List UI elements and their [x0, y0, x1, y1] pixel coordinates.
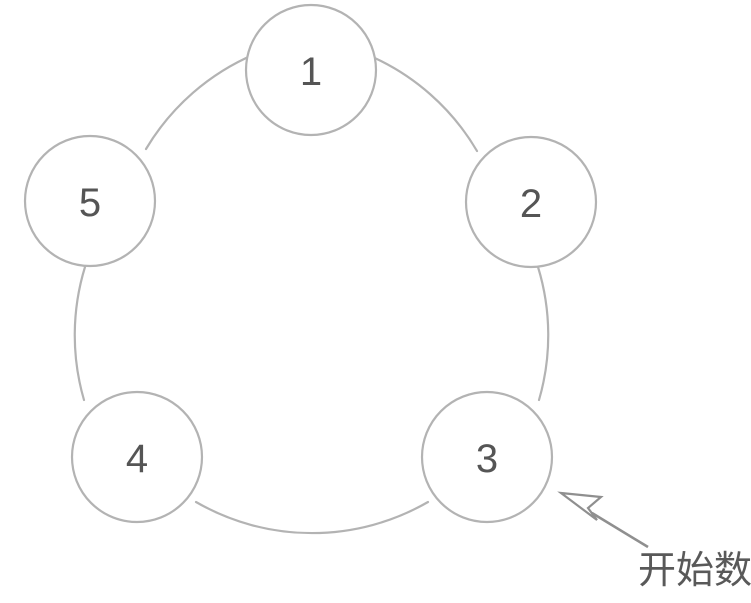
node-4[interactable]: 4	[70, 390, 204, 524]
node-label-1: 1	[300, 50, 322, 94]
node-circle-2[interactable]	[464, 135, 598, 269]
node-3[interactable]: 3	[420, 390, 554, 524]
ring-arcs	[73, 52, 550, 535]
node-1[interactable]: 1	[244, 3, 378, 137]
annotation-arrow-icon	[557, 491, 649, 549]
node-label-4: 4	[126, 437, 148, 481]
annotation-label: 开始数	[638, 548, 751, 592]
arc-1-to-2	[366, 53, 479, 153]
node-label-2: 2	[520, 182, 542, 226]
node-label-3: 3	[476, 437, 498, 481]
node-circle-4[interactable]	[70, 390, 204, 524]
node-label-5: 5	[79, 181, 101, 225]
node-5[interactable]: 5	[23, 134, 157, 268]
arc-5-to-1	[144, 52, 257, 151]
arc-4-to-5	[73, 265, 87, 402]
arc-2-to-3	[536, 265, 550, 402]
node-circle-1[interactable]	[244, 3, 378, 137]
node-circle-5[interactable]	[23, 134, 157, 268]
annotation-arrow-head	[557, 491, 604, 521]
node-circle-3[interactable]	[420, 390, 554, 524]
arc-3-to-4	[194, 500, 430, 535]
annotation-arrow-shaft	[591, 511, 649, 549]
node-2[interactable]: 2	[464, 135, 598, 269]
